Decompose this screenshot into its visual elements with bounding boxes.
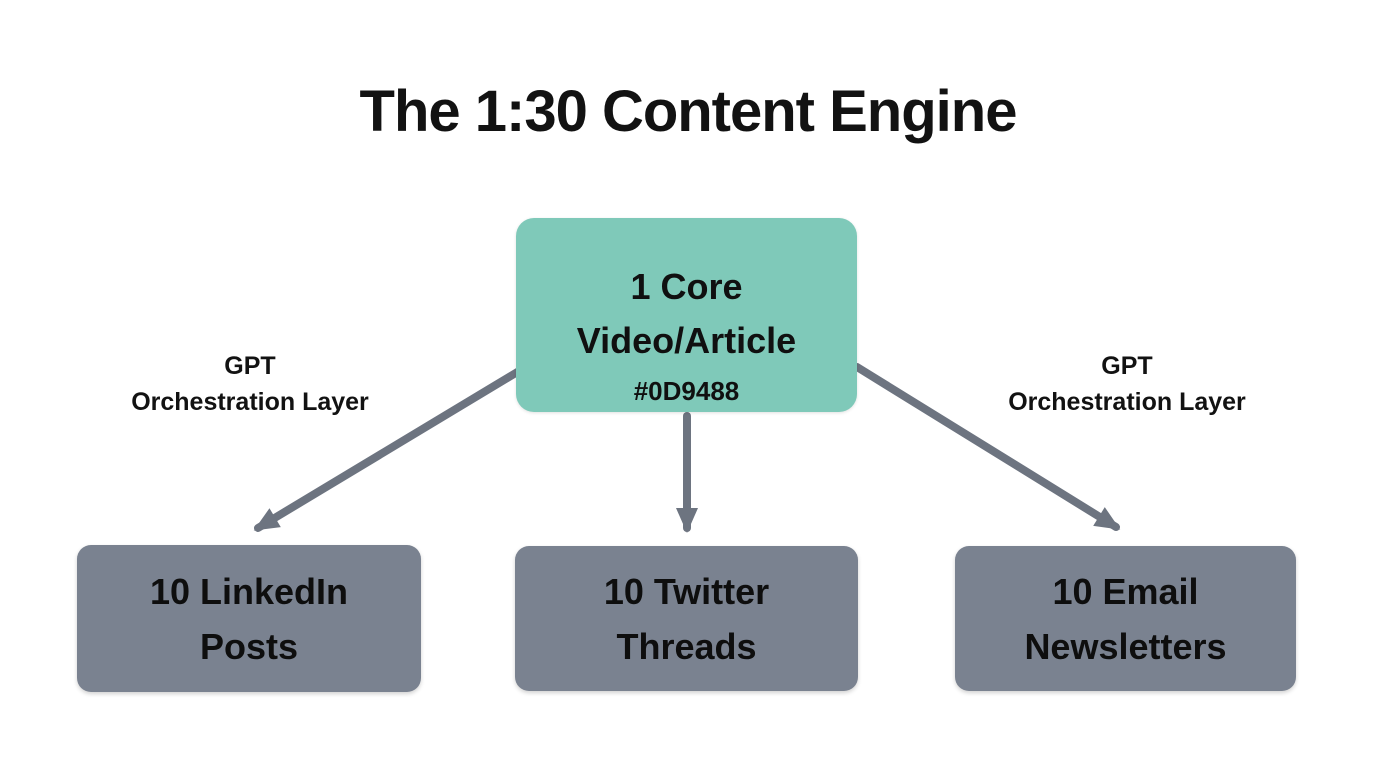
twitter-threads-node: 10 Twitter Threads — [515, 546, 858, 691]
twitter-node-line2: Threads — [616, 625, 757, 667]
linkedin-node-line2: Posts — [199, 625, 299, 667]
gpt-label-left-line1: GPT — [224, 352, 276, 380]
email-newsletters-node: 10 Email Newsletters — [955, 546, 1296, 691]
linkedin-node-line1: 10 LinkedIn — [149, 570, 349, 612]
core-node-line1: 1 Core — [630, 266, 743, 307]
core-node-hex-label: #0D9488 — [633, 376, 740, 406]
gpt-orchestration-label-left: GPT Orchestration Layer — [90, 348, 410, 420]
core-video-article-node: 1 Core Video/Article #0D9488 — [516, 218, 857, 412]
linkedin-posts-node: 10 LinkedIn Posts — [77, 545, 421, 692]
page-title: The 1:30 Content Engine — [359, 79, 1018, 144]
email-node-line1: 10 Email — [1052, 570, 1199, 612]
gpt-orchestration-label-right: GPT Orchestration Layer — [967, 348, 1287, 420]
core-node-line2: Video/Article — [576, 320, 797, 361]
gpt-label-left-line2: Orchestration Layer — [131, 388, 369, 416]
gpt-label-right-line1: GPT — [1101, 352, 1153, 380]
email-node-line2: Newsletters — [1024, 625, 1227, 667]
gpt-label-right-line2: Orchestration Layer — [1008, 388, 1246, 416]
twitter-node-line1: 10 Twitter — [603, 570, 770, 612]
